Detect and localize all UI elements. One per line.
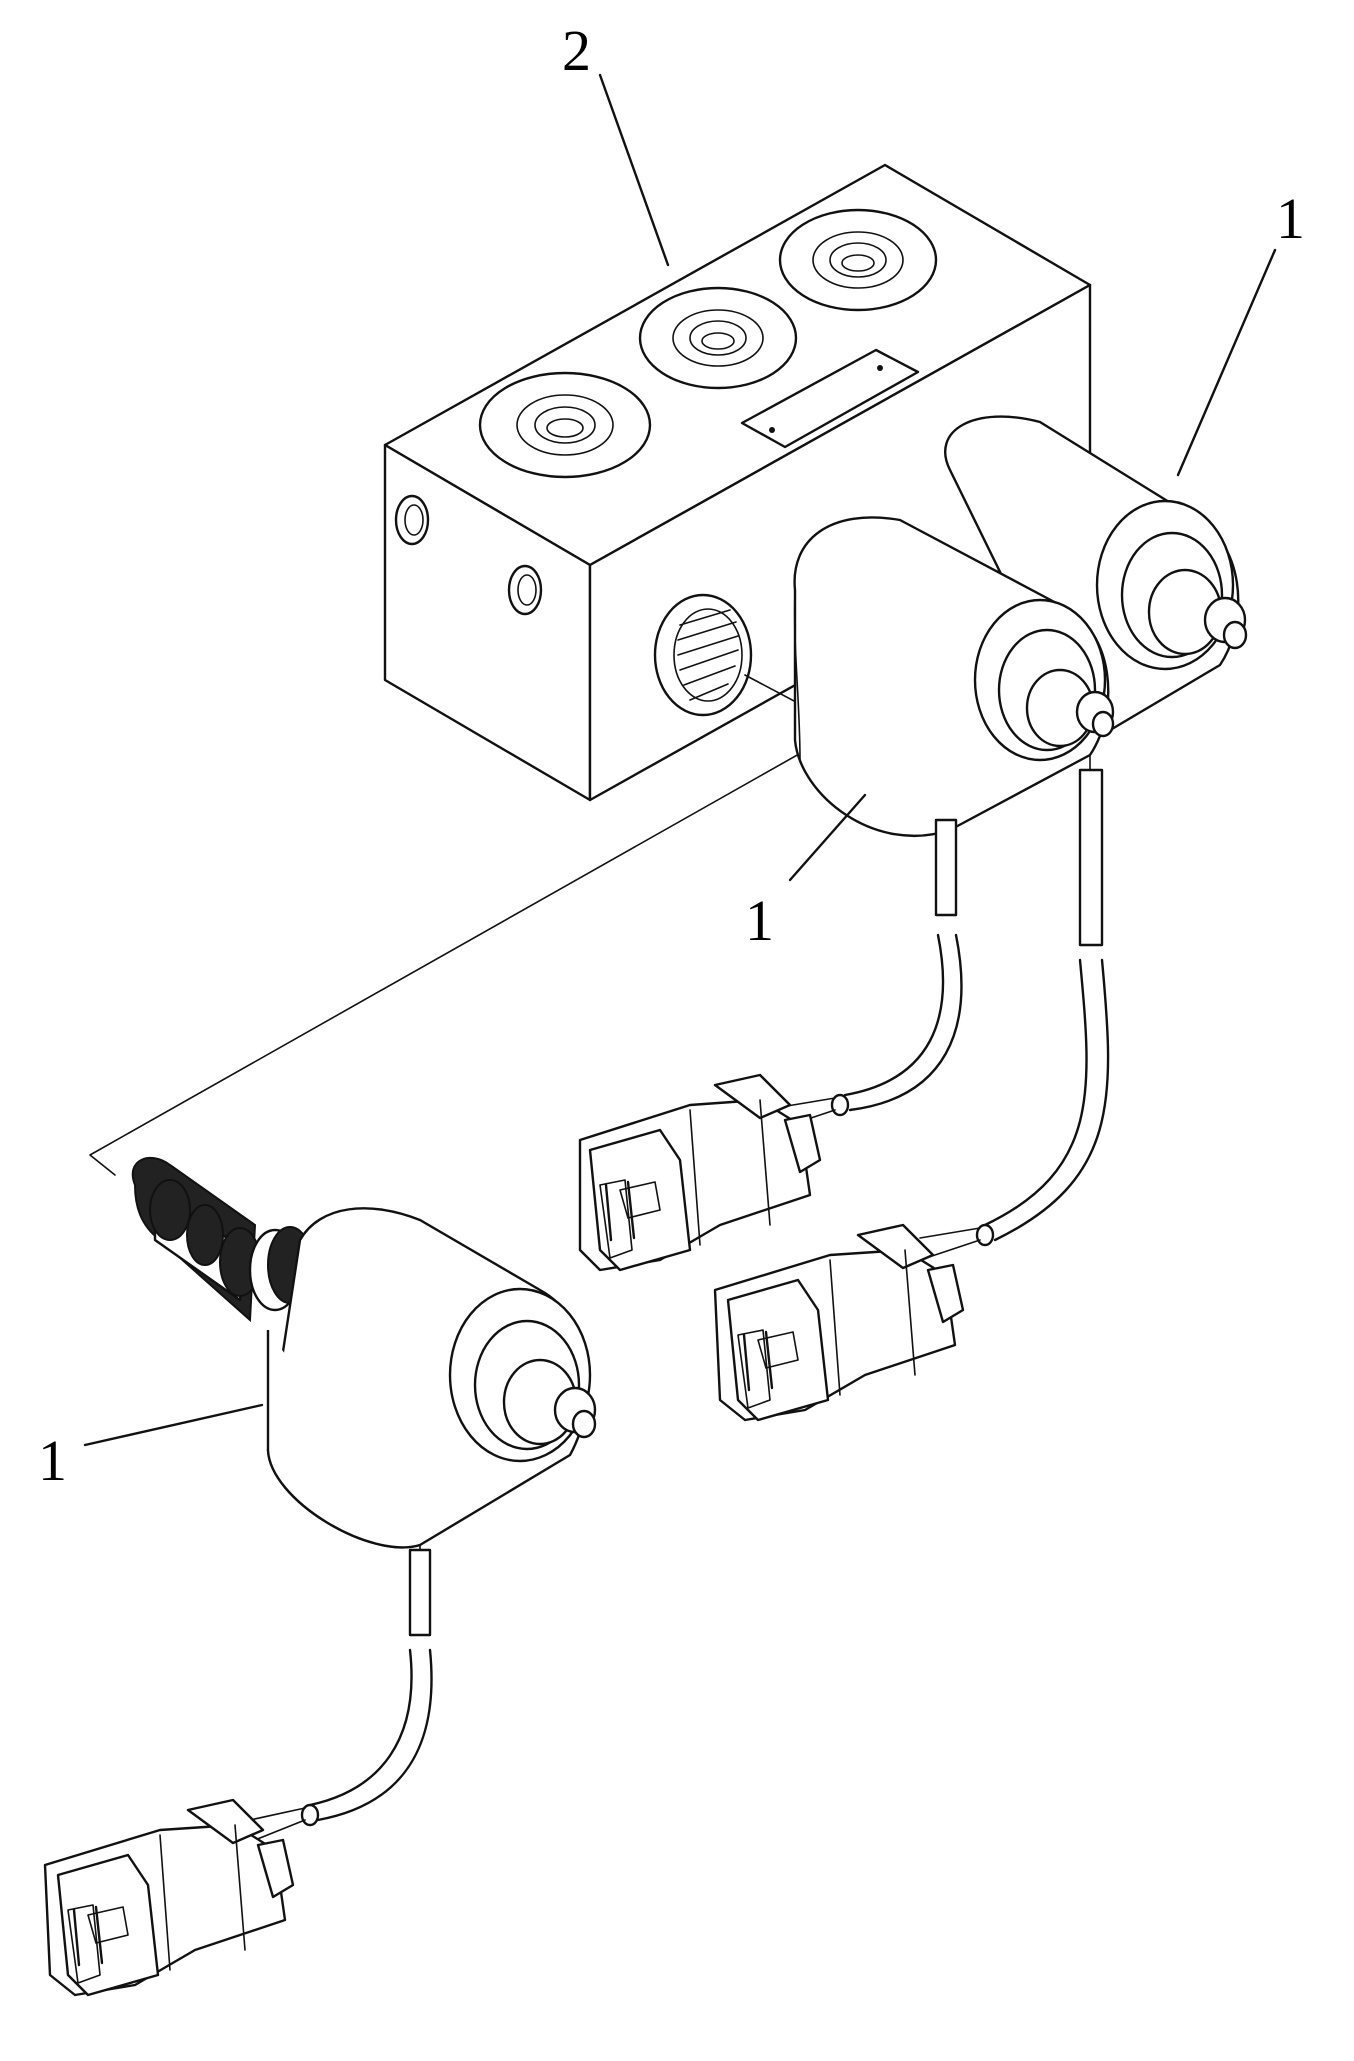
top-port: [778, 208, 938, 312]
wire-harness: [919, 754, 1110, 1261]
callout-number: 1: [1276, 186, 1305, 251]
mounting-hole: [507, 564, 543, 616]
connector-plug: [578, 1073, 822, 1272]
wire-harness: [249, 1548, 433, 1843]
solenoid-coil: [266, 1207, 597, 1556]
solenoid-coil: [793, 516, 1115, 837]
leader-line: [83, 1403, 264, 1447]
leader-line: [788, 793, 867, 882]
solenoid-cartridge: [131, 1156, 313, 1323]
mounting-hole: [394, 494, 430, 546]
leader-line: [598, 73, 670, 267]
leader-line: [1176, 248, 1277, 477]
connector-plug: [43, 1798, 295, 1997]
name-plate: [740, 348, 920, 449]
connector-plug: [713, 1223, 965, 1422]
top-port: [638, 286, 798, 390]
side-port: [653, 593, 753, 717]
callout-number: 1: [745, 888, 774, 953]
top-port: [478, 371, 652, 479]
solenoid-coil: [944, 415, 1248, 747]
callout-number: 2: [562, 18, 591, 83]
callout-number: 1: [38, 1428, 67, 1493]
